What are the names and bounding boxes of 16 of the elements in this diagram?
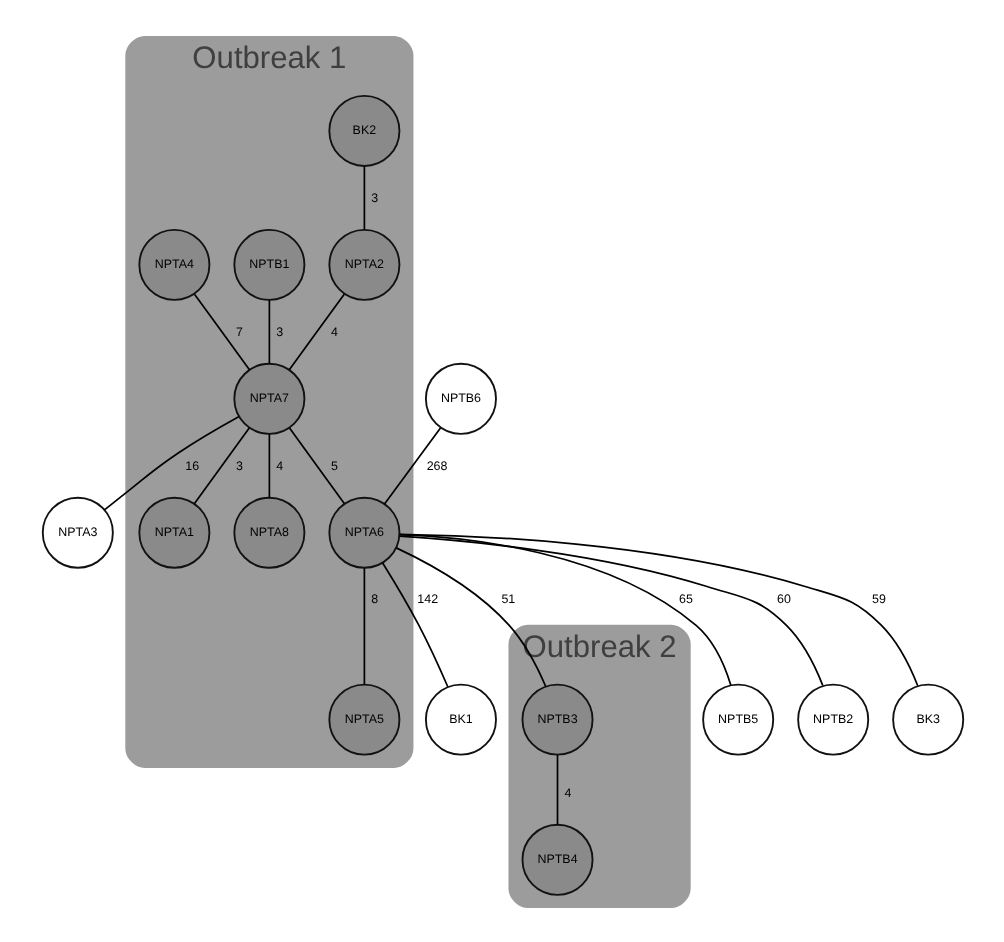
- connector: [102, 414, 239, 510]
- connector: [192, 292, 250, 370]
- connector: [397, 532, 918, 686]
- connector: [362, 566, 365, 685]
- connector: [267, 432, 270, 498]
- connector: [555, 753, 558, 825]
- connector: [192, 426, 250, 504]
- connector: [397, 534, 823, 686]
- connector: [382, 426, 441, 504]
- connector: [287, 292, 345, 370]
- connector: [267, 298, 270, 364]
- connector: [394, 546, 546, 687]
- connector: [380, 561, 448, 687]
- connector: [287, 426, 345, 504]
- connector: [362, 164, 365, 230]
- connector: [398, 532, 731, 685]
